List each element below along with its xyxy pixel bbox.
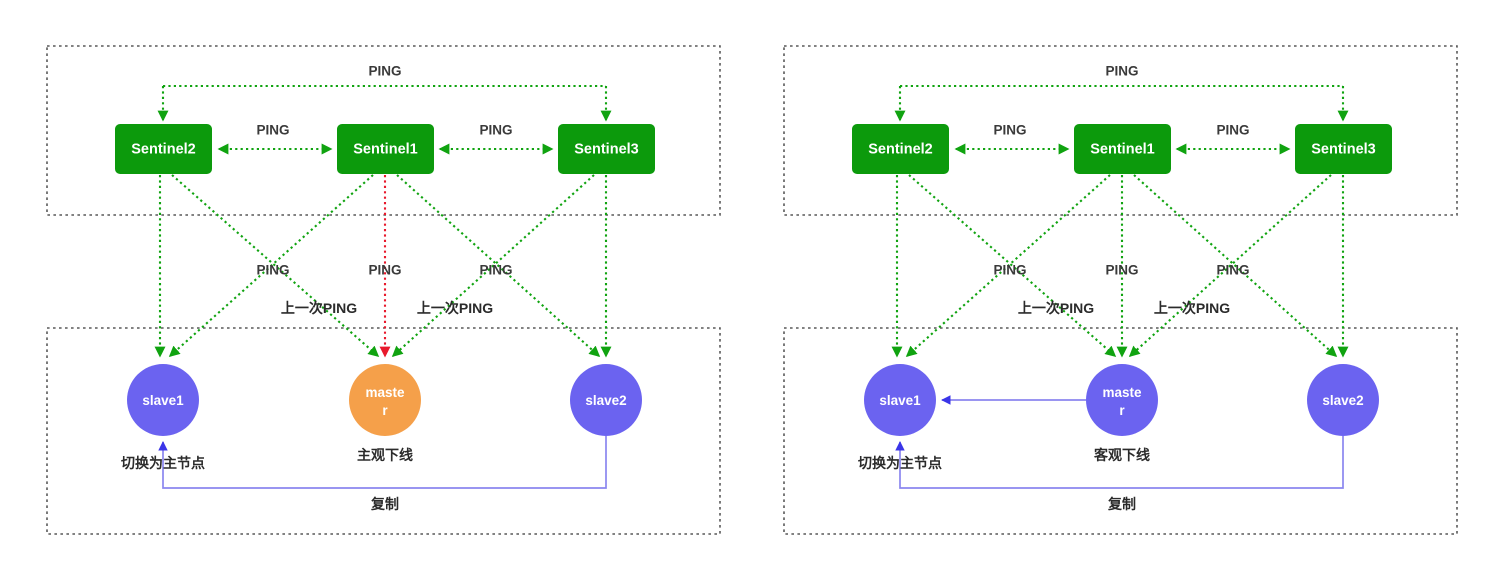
left-edge-sentinel1-slave1: [168, 174, 374, 358]
right-sentinel3-node[interactable]: Sentinel3: [1295, 124, 1392, 174]
right-label-ping-top: PING: [1105, 64, 1138, 79]
left-master-node[interactable]: maste r: [349, 364, 421, 436]
left-label-promote: 切换为主节点: [121, 455, 205, 471]
right-sentinel3-rect[interactable]: [1295, 124, 1392, 174]
left-edge-sentinel3-master: [391, 174, 595, 358]
left-label-ping-mid-center: PING: [368, 263, 401, 278]
right-edge-sentinel2-master: [908, 174, 1117, 358]
right-master-node[interactable]: maste r: [1086, 364, 1158, 436]
left-edge-replication: [158, 436, 607, 489]
right-label-last-ping-right: 上一次PING: [1154, 300, 1230, 316]
right-sentinel2-node[interactable]: Sentinel2: [852, 124, 949, 174]
left-sentinel1-rect[interactable]: [337, 124, 434, 174]
right-diagram: Sentinel2 Sentinel1 Sentinel3 slave1 m: [783, 45, 1458, 535]
left-sentinel2-node[interactable]: Sentinel2: [115, 124, 212, 174]
left-slave2-node[interactable]: slave2: [570, 364, 642, 436]
left-sentinel1-node[interactable]: Sentinel1: [337, 124, 434, 174]
left-sentinel2-rect[interactable]: [115, 124, 212, 174]
left-edge-sentinel1-slave2: [396, 174, 601, 358]
right-label-replicate: 复制: [1107, 496, 1136, 512]
left-label-ping-top: PING: [368, 64, 401, 79]
right-label-last-ping-left: 上一次PING: [1018, 300, 1094, 316]
left-label-last-ping-left: 上一次PING: [281, 300, 357, 316]
right-edge-sentinel1-slave1: [905, 174, 1111, 358]
left-label-ping-right: PING: [479, 123, 512, 138]
left-master-label-line1: maste: [365, 385, 405, 400]
right-sentinel3-label: Sentinel3: [1311, 142, 1375, 158]
right-label-ping-right: PING: [1216, 123, 1249, 138]
left-edge-sentinel2-master: [171, 174, 380, 358]
right-edge-sentinel1-slave2: [1133, 174, 1338, 358]
left-master-label-line2: r: [382, 403, 388, 418]
right-slave2-circle[interactable]: [1307, 364, 1379, 436]
left-slave1-node[interactable]: slave1: [127, 364, 199, 436]
right-label-ping-mid-left: PING: [993, 263, 1026, 278]
left-diagram: Sentinel2 Sentinel1 Sentinel3 slave1 mas…: [46, 45, 721, 535]
right-edge-replication: [895, 436, 1344, 489]
right-label-ping-mid-right: PING: [1216, 263, 1249, 278]
right-sentinel2-label: Sentinel2: [868, 142, 932, 158]
right-edge-sentinel3-master: [1128, 174, 1332, 358]
left-label-ping-mid-left: PING: [256, 263, 289, 278]
left-slave2-label: slave2: [585, 393, 626, 408]
right-slave2-node[interactable]: slave2: [1307, 364, 1379, 436]
right-master-circle[interactable]: [1086, 364, 1158, 436]
right-label-node-status: 客观下线: [1093, 447, 1150, 463]
right-label-promote: 切换为主节点: [858, 455, 942, 471]
left-sentinel2-label: Sentinel2: [131, 142, 195, 158]
right-slave1-node[interactable]: slave1: [864, 364, 936, 436]
right-sentinel-group-box: [783, 45, 1458, 216]
left-slave1-label: slave1: [142, 393, 184, 408]
left-sentinel1-label: Sentinel1: [353, 142, 417, 158]
left-slave2-circle[interactable]: [570, 364, 642, 436]
right-master-label-line1: maste: [1102, 385, 1142, 400]
left-data-group-box: [46, 327, 721, 535]
left-label-ping-left: PING: [256, 123, 289, 138]
right-slave2-label: slave2: [1322, 393, 1363, 408]
right-data-group-box: [783, 327, 1458, 535]
left-sentinel-group-box: [46, 45, 721, 216]
right-sentinel1-node[interactable]: Sentinel1: [1074, 124, 1171, 174]
left-sentinel3-label: Sentinel3: [574, 142, 638, 158]
left-label-ping-mid-right: PING: [479, 263, 512, 278]
left-master-circle[interactable]: [349, 364, 421, 436]
right-label-ping-mid-center: PING: [1105, 263, 1138, 278]
right-sentinel1-label: Sentinel1: [1090, 142, 1154, 158]
right-slave1-circle[interactable]: [864, 364, 936, 436]
right-slave1-label: slave1: [879, 393, 921, 408]
left-slave1-circle[interactable]: [127, 364, 199, 436]
right-sentinel2-rect[interactable]: [852, 124, 949, 174]
left-label-replicate: 复制: [370, 496, 399, 512]
right-master-label-line2: r: [1119, 403, 1125, 418]
left-label-last-ping-right: 上一次PING: [417, 300, 493, 316]
left-sentinel3-rect[interactable]: [558, 124, 655, 174]
left-label-node-status: 主观下线: [357, 447, 413, 463]
right-sentinel1-rect[interactable]: [1074, 124, 1171, 174]
left-sentinel3-node[interactable]: Sentinel3: [558, 124, 655, 174]
right-label-ping-left: PING: [993, 123, 1026, 138]
